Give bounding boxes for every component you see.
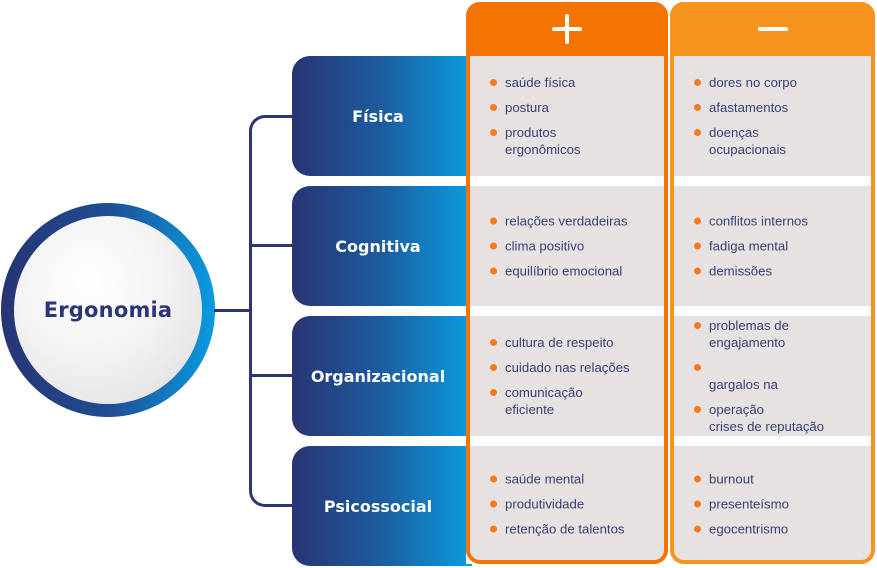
bullet-icon (490, 475, 497, 483)
bullet-list: relações verdadeiras clima positivo equi… (490, 213, 627, 280)
category-label: Organizacional (310, 366, 446, 386)
list-item: comunicação eficiente (490, 384, 630, 418)
cell-fisica-negative: dores no corpo afastamentos doenças ocup… (674, 56, 871, 176)
bullet-icon (694, 217, 701, 225)
list-item: postura (490, 99, 581, 116)
list-item: problemas de engajamento (694, 317, 824, 351)
bullet-icon (490, 242, 497, 250)
list-item: saúde física (490, 74, 581, 91)
positive-column-frame (466, 2, 668, 564)
bullet-icon (490, 267, 497, 275)
cell-organizacional-positive: cultura de respeito cuidado nas relações… (470, 316, 664, 436)
negative-column-frame (670, 2, 875, 564)
list-item: operação crises de reputação (694, 401, 824, 435)
bullet-icon (694, 500, 701, 508)
bullet-icon (490, 389, 497, 396)
bullet-icon (694, 104, 701, 111)
list-item: burnout (694, 471, 789, 488)
list-item: doenças ocupacionais (694, 124, 797, 158)
negative-column-header (670, 2, 875, 56)
center-label: Ergonomia (43, 298, 173, 322)
bullet-list: saúde física postura produtos ergonômico… (490, 74, 581, 158)
connector-bracket-bottom (249, 310, 294, 507)
list-item: dores no corpo (694, 74, 797, 91)
cell-cognitiva-negative: conflitos internos fadiga mental demissõ… (674, 186, 871, 306)
bullet-icon (490, 104, 497, 111)
list-item: fadiga mental (694, 238, 808, 255)
bullet-icon (694, 475, 701, 483)
bullet-list: problemas de engajamento gargalos na ope… (694, 317, 824, 435)
minus-icon (757, 27, 788, 31)
bullet-icon (490, 525, 497, 533)
bullet-list: conflitos internos fadiga mental demissõ… (694, 213, 808, 280)
list-item: demissões (694, 263, 808, 280)
plus-icon (552, 14, 582, 44)
bullet-list: burnout presenteísmo egocentrismo (694, 471, 789, 538)
list-item: retenção de talentos (490, 521, 625, 538)
list-item: egocentrismo (694, 521, 789, 538)
cell-fisica-positive: saúde física postura produtos ergonômico… (470, 56, 664, 176)
bullet-icon (694, 322, 701, 329)
cell-psicossocial-negative: burnout presenteísmo egocentrismo (674, 446, 871, 562)
bullet-icon (490, 217, 497, 225)
bullet-icon (490, 500, 497, 508)
cell-organizacional-negative: problemas de engajamento gargalos na ope… (674, 316, 871, 436)
list-item: cultura de respeito (490, 334, 630, 351)
bullet-icon (694, 129, 701, 136)
list-item: gargalos na (694, 359, 824, 393)
cell-psicossocial-positive: saúde mental produtividade retenção de t… (470, 446, 664, 562)
bullet-icon (694, 525, 701, 533)
list-item: presenteísmo (694, 496, 789, 513)
ergonomia-circle: Ergonomia (14, 216, 202, 404)
positive-column-header (466, 2, 668, 56)
bullet-icon (490, 364, 497, 371)
list-item: afastamentos (694, 99, 797, 116)
category-cognitiva: Cognitiva (292, 186, 472, 306)
bullet-list: dores no corpo afastamentos doenças ocup… (694, 74, 797, 158)
list-item: clima positivo (490, 238, 627, 255)
bullet-icon (490, 79, 497, 86)
cell-cognitiva-positive: relações verdadeiras clima positivo equi… (470, 186, 664, 306)
list-item: produtos ergonômicos (490, 124, 581, 158)
list-item: conflitos internos (694, 213, 808, 230)
bullet-list: cultura de respeito cuidado nas relações… (490, 334, 630, 418)
list-item: cuidado nas relações (490, 359, 630, 376)
connector-bracket-top (249, 115, 294, 313)
list-item: saúde mental (490, 471, 625, 488)
category-label: Cognitiva (335, 236, 421, 256)
bullet-icon (694, 79, 701, 86)
list-item: equilíbrio emocional (490, 263, 627, 280)
list-item: relações verdadeiras (490, 213, 627, 230)
bullet-icon (490, 129, 497, 136)
category-psicossocial: Psicossocial (292, 446, 472, 566)
bullet-list: saúde mental produtividade retenção de t… (490, 471, 625, 538)
connector-tick-organizacional (251, 374, 292, 377)
bullet-icon (694, 406, 701, 413)
category-fisica: Física (292, 56, 472, 176)
connector-stub (214, 309, 251, 312)
bullet-icon (694, 242, 701, 250)
bullet-icon (490, 339, 497, 346)
list-item: produtividade (490, 496, 625, 513)
bullet-icon (694, 267, 701, 275)
bullet-icon (694, 364, 701, 371)
category-label: Psicossocial (323, 496, 433, 516)
category-label: Física (352, 106, 404, 126)
connector-tick-cognitiva (251, 244, 292, 247)
category-organizacional: Organizacional (292, 316, 472, 436)
